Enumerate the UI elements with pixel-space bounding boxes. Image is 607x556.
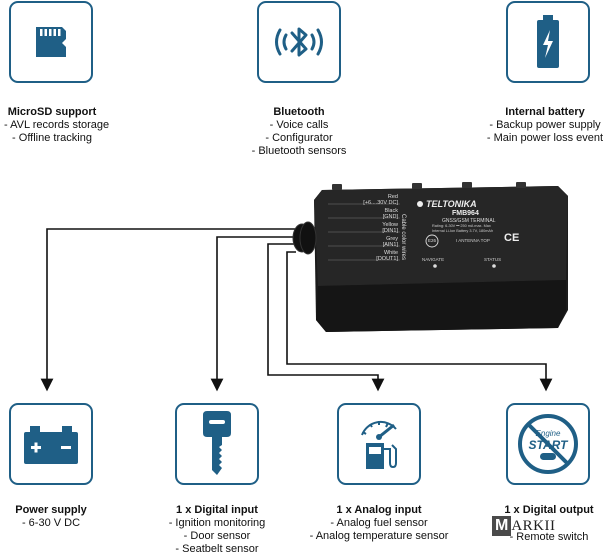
device-brand: TELTONIKA — [426, 199, 477, 209]
svg-text:Engine: Engine — [536, 429, 561, 438]
battery-caption: Internal battery - Backup power supply -… — [484, 106, 606, 145]
digital-output-caption: 1 x Digital output - Remote switch — [494, 504, 604, 544]
watermark-m: M — [492, 516, 512, 536]
battery-title: Internal battery — [505, 106, 585, 118]
microsd-icon — [36, 27, 66, 57]
microsd-line-2: - Offline tracking — [12, 132, 92, 144]
device-battery: Internal Li-Ion Battery 3.7V, 180mAh — [432, 229, 494, 233]
power-supply-icon-box — [9, 403, 93, 485]
wire-analog-input — [267, 243, 385, 392]
digital-input-line-2: - Door sensor — [183, 530, 251, 542]
wire-2-signal: [DIN1] — [382, 228, 398, 234]
wire-0-color: Red — [387, 194, 398, 200]
bluetooth-line-3: - Bluetooth sensors — [251, 145, 347, 157]
digital-input-icon-box — [175, 403, 259, 485]
bluetooth-title: Bluetooth — [273, 106, 325, 118]
analog-input-caption: 1 x Analog input - Analog fuel sensor - … — [300, 504, 458, 543]
wire-power — [40, 228, 296, 392]
bluetooth-line-1: - Voice calls — [269, 119, 329, 131]
bluetooth-icon — [275, 27, 323, 57]
battery-icon — [537, 15, 559, 68]
wire-label-4: White [DOUT1] — [334, 250, 398, 262]
wire-4-signal: [DOUT1] — [376, 256, 398, 262]
battery-icon-box — [506, 1, 590, 83]
wire-1-signal: [GND] — [382, 214, 398, 220]
wire-1-color: Black — [384, 208, 398, 214]
watermark-rest: ARKII — [511, 517, 556, 534]
wire-label-2: Yellow [DIN1] — [334, 222, 398, 234]
digital-output-title: 1 x Digital output — [504, 504, 594, 516]
microsd-caption: MicroSD support - AVL records storage - … — [4, 106, 110, 145]
device-antenna: I ANTENNA TOP — [456, 238, 490, 243]
digital-input-line-1: - Ignition monitoring — [168, 517, 266, 529]
bluetooth-caption: Bluetooth - Voice calls - Configurator -… — [240, 106, 358, 158]
power-title: Power supply — [15, 504, 87, 516]
analog-input-line-1: - Analog fuel sensor — [330, 517, 428, 529]
wire-3-color: Grey — [386, 236, 398, 242]
power-line-1: - 6-30 V DC — [21, 517, 81, 529]
fuel-gauge-icon — [361, 420, 397, 469]
analog-input-icon-box — [337, 403, 421, 485]
digital-output-line-1: - Remote switch — [509, 531, 589, 543]
analog-input-title: 1 x Analog input — [336, 504, 422, 516]
battery-line-1: - Backup power supply — [489, 119, 601, 131]
wire-4-color: White — [383, 250, 398, 256]
microsd-title: MicroSD support — [7, 106, 97, 118]
wire-0-signal: [+6....30V DC] — [363, 200, 398, 206]
digital-output-icon-box: Engine START — [506, 403, 590, 485]
wire-3-signal: [AIN1] — [382, 242, 398, 248]
wire-2-color: Yellow — [382, 222, 398, 228]
digital-input-title: 1 x Digital input — [176, 504, 258, 516]
digital-input-caption: 1 x Digital input - Ignition monitoring … — [158, 504, 276, 556]
device-ce: CE — [504, 232, 520, 244]
ignition-key-icon — [203, 411, 231, 475]
device-rating: Rating: 6-30V ⎓ 250 mA max. Max — [432, 224, 491, 228]
bluetooth-icon-box — [257, 1, 341, 83]
device-e-mark: E26 — [428, 238, 437, 243]
device-model: FMB964 — [452, 210, 479, 217]
cable-label: Cable color wires — [400, 214, 406, 261]
no-engine-start-icon: Engine START — [518, 414, 578, 474]
analog-input-line-2: - Analog temperature sensor — [309, 530, 449, 542]
device-status-label: STATUS — [484, 257, 502, 262]
power-caption: Power supply - 6-30 V DC — [2, 504, 100, 530]
device-navigate-label: NAVIGATE — [422, 257, 445, 262]
wire-label-1: Black [GND] — [334, 208, 398, 220]
wire-digital-input — [210, 236, 296, 392]
fmb964-device: Red [+6....30V DC] Black [GND] Yellow [D… — [292, 182, 572, 332]
microsd-line-1: - AVL records storage — [4, 119, 110, 131]
car-battery-icon — [24, 426, 78, 464]
device-subtitle: GNSS/GSM TERMINAL — [442, 218, 496, 224]
battery-line-2: - Main power loss event — [486, 132, 604, 144]
microsd-icon-box — [9, 1, 93, 83]
wire-digital-output — [286, 251, 553, 392]
wire-label-0: Red [+6....30V DC] — [334, 194, 398, 206]
wire-label-3: Grey [AIN1] — [334, 236, 398, 248]
bluetooth-line-2: - Configurator — [265, 132, 333, 144]
